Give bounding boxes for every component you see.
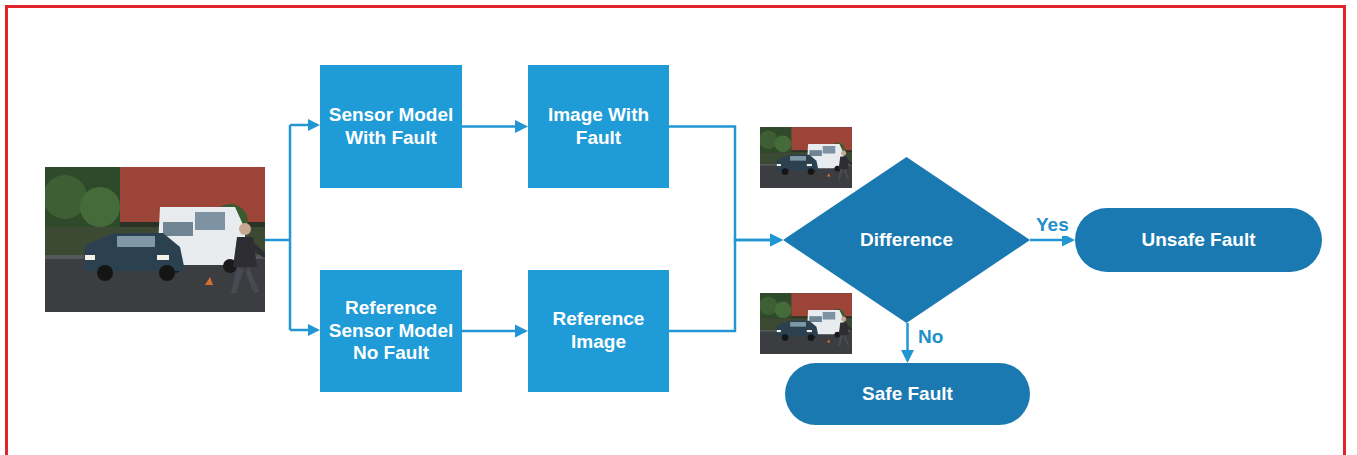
flow-connector (669, 127, 783, 247)
node-label: Unsafe Fault (1141, 229, 1255, 252)
image-box: Image With Fault (528, 65, 669, 188)
process-box: Reference Sensor Model No Fault (320, 270, 462, 392)
flow-connector (462, 325, 528, 338)
edge-label: No (916, 327, 945, 348)
decision-diamond: Difference (783, 157, 1030, 323)
flow-connector (669, 234, 783, 332)
node-label: Reference Image (536, 308, 661, 354)
node-label: Image With Fault (536, 104, 661, 150)
terminal-pill: Unsafe Fault (1075, 208, 1322, 272)
text-group: Reference Image (536, 308, 661, 354)
reference-thumbnail (759, 293, 853, 354)
text-group: Sensor Model With Fault (328, 104, 454, 150)
text-group: Safe Fault (862, 383, 953, 406)
edge-label: Yes (1034, 215, 1071, 236)
process-box: Sensor Model With Fault (320, 65, 462, 188)
node-label: Sensor Model With Fault (328, 104, 454, 150)
flow-connector (462, 120, 528, 133)
node-label: Safe Fault (862, 383, 953, 406)
text-group: Difference (860, 229, 953, 252)
node-label: Difference (860, 229, 953, 252)
terminal-pill: Safe Fault (785, 363, 1030, 425)
input-photo (43, 167, 267, 312)
text-group: Unsafe Fault (1141, 229, 1255, 252)
input-arrowheads (308, 119, 320, 336)
image-box: Reference Image (528, 270, 669, 392)
node-label: Reference Sensor Model No Fault (328, 297, 454, 365)
flow-connector (901, 323, 914, 363)
input-split-line (265, 125, 310, 330)
text-group: Reference Sensor Model No Fault (328, 297, 454, 365)
fault-thumbnail (759, 127, 853, 188)
text-group: Image With Fault (536, 104, 661, 150)
